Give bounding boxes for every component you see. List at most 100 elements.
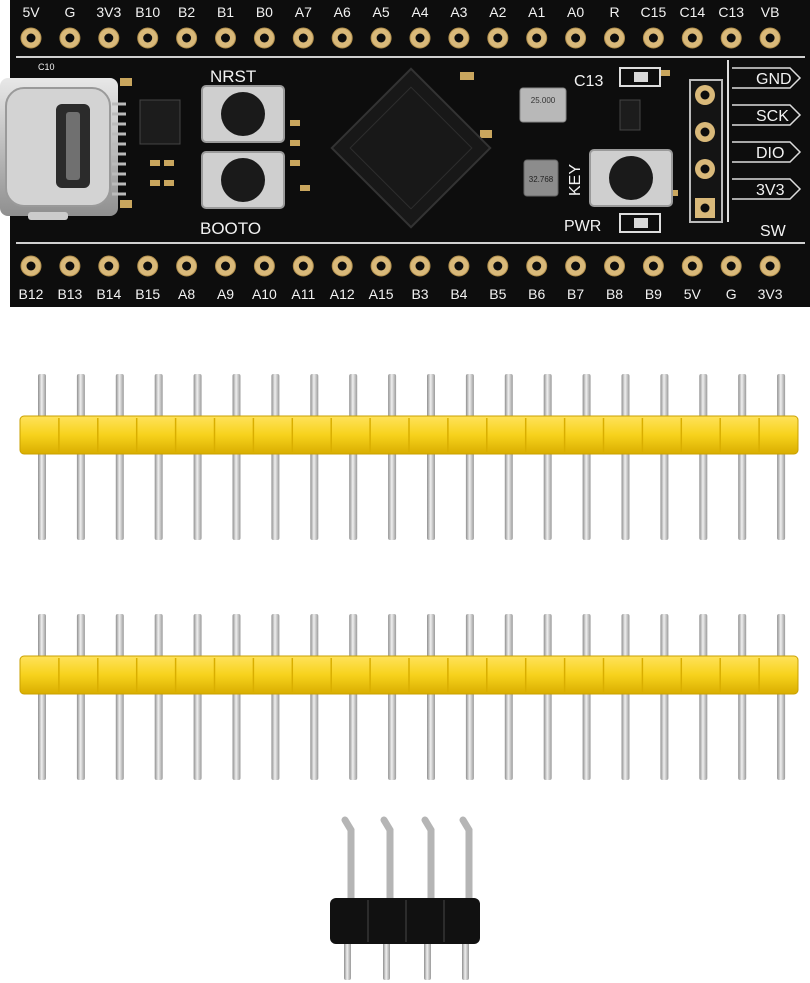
header-pin <box>310 374 319 540</box>
pin-label: B13 <box>57 286 82 302</box>
pin-label: A8 <box>178 286 195 302</box>
pad <box>215 255 236 277</box>
header-pin <box>738 374 747 540</box>
header-pin <box>465 374 474 540</box>
usb-c-connector <box>0 78 126 220</box>
swd-pin-label: GND <box>756 71 792 88</box>
right-angle-pin <box>380 816 394 980</box>
header-pin <box>777 614 786 780</box>
c13-led <box>619 67 661 87</box>
pin-label: B12 <box>19 286 44 302</box>
pad <box>176 255 198 277</box>
pad <box>720 27 742 49</box>
header-pin <box>621 614 630 780</box>
pad <box>215 27 236 49</box>
pad <box>604 27 625 49</box>
pad <box>331 255 353 277</box>
pin-label: B9 <box>645 286 662 302</box>
pin-label: B6 <box>528 286 545 302</box>
header-pin <box>154 614 163 780</box>
header-pin <box>388 374 397 540</box>
header-pin <box>193 614 202 780</box>
pad <box>409 27 431 49</box>
pad <box>565 27 587 49</box>
pin-label: 3V3 <box>758 286 783 302</box>
c13-label: C13 <box>574 73 603 90</box>
header-pin <box>349 374 358 540</box>
pad <box>681 27 703 49</box>
right-angle-header-4pin <box>330 816 480 980</box>
pad <box>487 27 509 49</box>
pad <box>448 27 470 49</box>
pad <box>526 27 548 49</box>
pin-label: A0 <box>567 4 584 20</box>
header-pin <box>154 374 163 540</box>
mcu-chip <box>330 67 492 229</box>
pin-label: B7 <box>567 286 584 302</box>
pin-label: G <box>64 4 75 20</box>
smd-components <box>120 70 678 208</box>
header-pin <box>115 374 124 540</box>
pin-label: A12 <box>330 286 355 302</box>
header-pin <box>427 614 435 780</box>
header-pin <box>193 374 202 540</box>
header-pin <box>76 614 85 780</box>
header-pin <box>699 374 708 540</box>
swd-pad <box>695 159 715 179</box>
pad <box>137 27 159 49</box>
pad <box>292 255 314 277</box>
pin-label: B15 <box>135 286 160 302</box>
pad <box>98 27 120 49</box>
pin-label: A10 <box>252 286 277 302</box>
pad <box>137 255 159 277</box>
pad <box>20 27 42 49</box>
header-pin <box>271 374 280 540</box>
boot0-button <box>201 151 285 209</box>
pin-label: A15 <box>369 286 394 302</box>
sw-label: SW <box>760 223 787 240</box>
black-header-plastic <box>330 898 480 944</box>
header-pin <box>660 614 669 780</box>
pin-label: 5V <box>684 286 702 302</box>
pin-label: B0 <box>256 4 273 20</box>
pin-label: G <box>726 286 737 302</box>
pad <box>487 255 509 277</box>
header-pin <box>38 614 46 780</box>
pwr-label: PWR <box>564 218 601 235</box>
pin-label: B8 <box>606 286 623 302</box>
pin-label: A9 <box>217 286 234 302</box>
pad <box>759 27 781 49</box>
pin-label: R <box>609 4 619 20</box>
swd-pad <box>695 85 715 105</box>
header-pin <box>271 614 280 780</box>
header-pin <box>349 614 358 780</box>
pad <box>331 27 353 49</box>
header-pin <box>76 374 85 540</box>
pad <box>370 27 392 49</box>
pad <box>59 255 81 277</box>
pin-header-strip-2 <box>19 614 799 780</box>
pad <box>604 255 625 277</box>
pad <box>565 255 587 277</box>
pad <box>253 27 275 49</box>
pin-label: A3 <box>450 4 467 20</box>
swd-pin-label: DIO <box>756 145 784 162</box>
pad <box>642 255 664 277</box>
header-pin <box>115 614 124 780</box>
pad <box>526 255 548 277</box>
pin-label: B5 <box>489 286 506 302</box>
pad <box>253 255 275 277</box>
header-plastic <box>19 415 799 455</box>
header-pin <box>543 374 552 540</box>
pin-label: C15 <box>641 4 667 20</box>
right-angle-pin <box>459 816 473 980</box>
header-pin <box>310 614 319 780</box>
header-pin <box>38 374 46 540</box>
pad <box>642 27 664 49</box>
right-angle-pin <box>341 816 355 980</box>
header-pin <box>388 614 397 780</box>
pin-label: 3V3 <box>96 4 121 20</box>
key-label: KEY <box>567 164 584 196</box>
